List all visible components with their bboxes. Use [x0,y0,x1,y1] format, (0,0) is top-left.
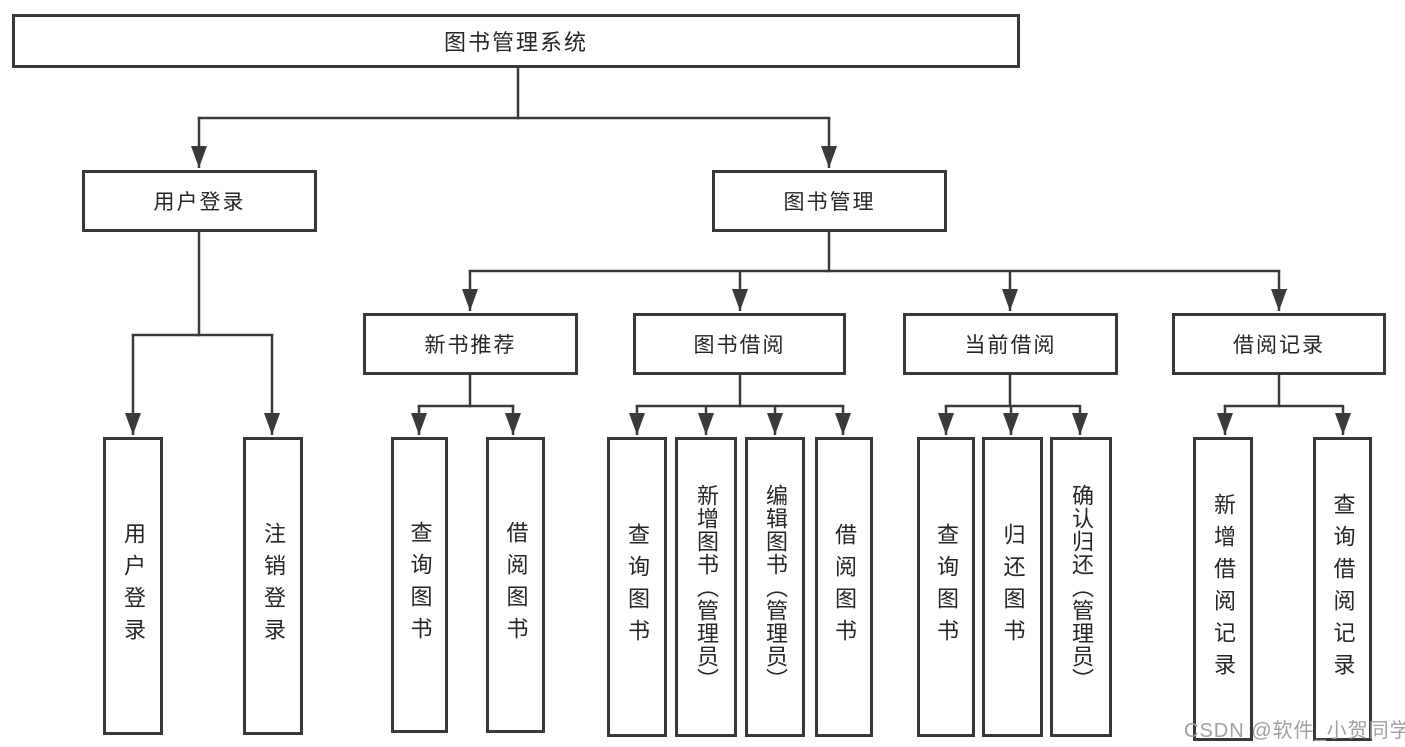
node-label: 图书管理 [783,191,876,214]
node-label: 借阅图书 [503,521,529,649]
node-new-book-recommend: 新书推荐 [363,313,578,375]
leaf-edit-book-admin: 编辑图书（管理员） [745,437,805,737]
node-user-login: 用户登录 [82,170,317,232]
watermark-text: CSDN @软件_小贺同学 [1184,720,1405,742]
node-label: 新增借阅记录 [1211,493,1236,685]
leaf-confirm-return-admin: 确认归还（管理员） [1050,437,1112,737]
node-label: 借阅图书 [832,523,857,651]
node-label: 编辑图书（管理员） [763,483,788,691]
leaf-borrow-book: 借阅图书 [815,437,873,737]
node-borrow-records: 借阅记录 [1172,313,1386,375]
node-label: 注销登录 [261,522,286,650]
leaf-logout: 注销登录 [243,437,303,735]
leaf-borrow-books-recommend: 借阅图书 [486,437,545,733]
node-label: 当前借阅 [964,334,1057,357]
node-label: 查询借阅记录 [1330,493,1356,685]
node-book-management: 图书管理 [712,170,947,232]
leaf-query-books-borrow: 查询图书 [607,437,667,737]
node-root-system: 图书管理系统 [12,14,1020,68]
leaf-query-books-current: 查询图书 [917,437,975,737]
node-label: 新增图书（管理员） [694,483,719,691]
node-label: 借阅记录 [1233,334,1325,357]
node-label: 查询图书 [407,521,433,649]
node-label: 归还图书 [1000,523,1026,651]
node-label: 图书借阅 [693,334,786,357]
leaf-query-borrow-record: 查询借阅记录 [1313,437,1372,741]
leaf-query-books-recommend: 查询图书 [391,437,448,733]
leaf-add-borrow-record: 新增借阅记录 [1193,437,1253,741]
node-label: 新书推荐 [424,334,517,357]
node-label: 查询图书 [625,523,650,651]
leaf-user-login: 用户登录 [103,437,163,735]
node-current-borrow: 当前借阅 [903,313,1118,375]
leaf-return-book: 归还图书 [982,437,1043,737]
node-label: 确认归还（管理员） [1069,483,1094,691]
node-label: 查询图书 [934,523,959,651]
node-label: 图书管理系统 [443,30,588,55]
node-book-borrow: 图书借阅 [633,313,846,375]
leaf-add-book-admin: 新增图书（管理员） [675,437,737,737]
node-label: 用户登录 [153,191,246,214]
node-label: 用户登录 [121,522,146,650]
